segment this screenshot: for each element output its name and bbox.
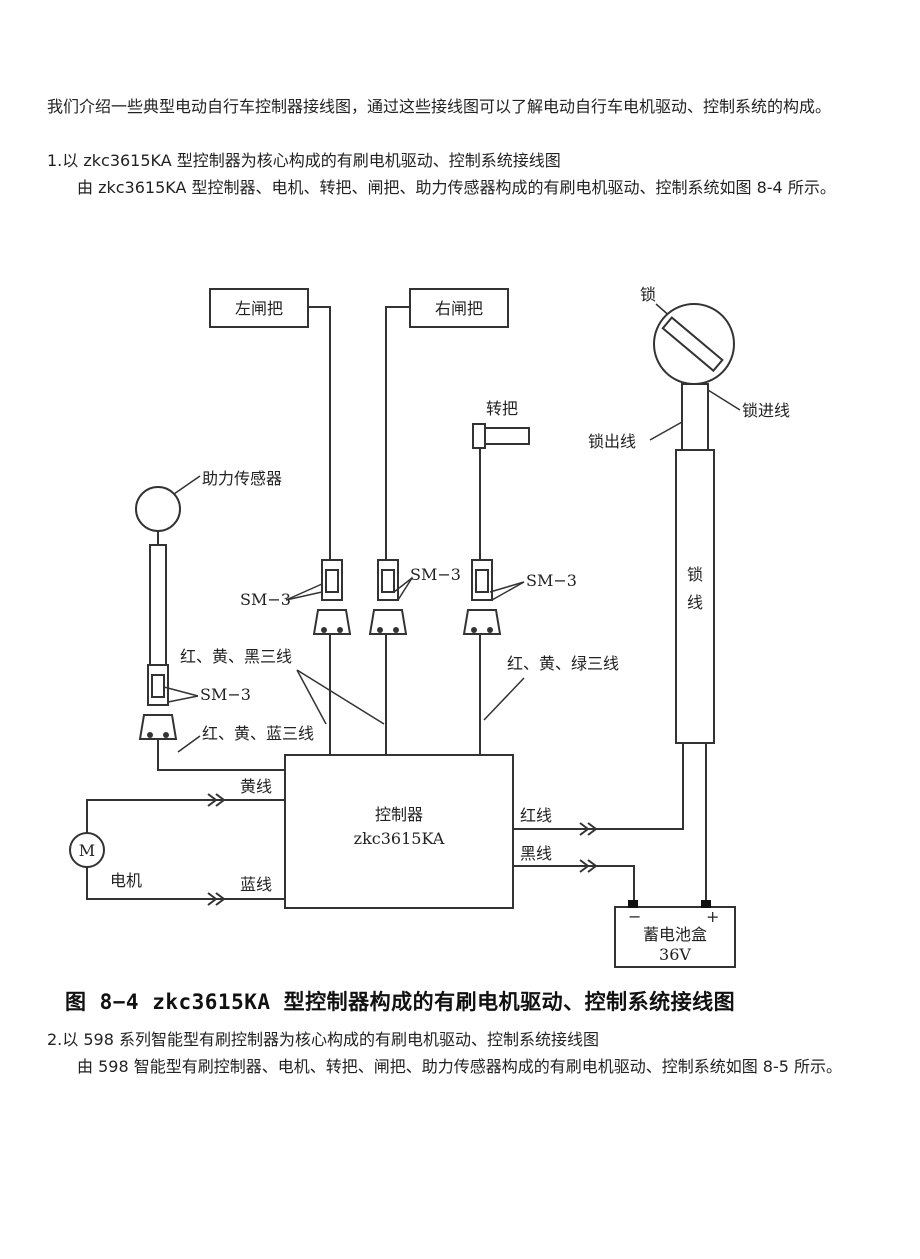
intro-paragraph: 我们介绍一些典型电动自行车控制器接线图，通过这些接线图可以了解电动自行车电机驱动… <box>47 97 832 116</box>
wires-label-ryb-blue: 红、黄、蓝三线 <box>202 724 314 743</box>
figure-caption: 图 8−4 zkc3615KA 型控制器构成的有刷电机驱动、控制系统接线图 <box>65 990 736 1014</box>
assist-sensor-circle <box>135 486 181 532</box>
red-connector-icon <box>579 822 598 836</box>
controller-label: 控制器 <box>375 805 423 824</box>
right-brake-box <box>409 288 509 328</box>
left-brake-box <box>209 288 309 328</box>
connector-throttle <box>462 559 502 635</box>
left-brake-label: 左闸把 <box>235 299 283 318</box>
connector-label-1: SM−3 <box>240 590 291 609</box>
connector-label-4: SM−3 <box>200 685 251 704</box>
lock-neck <box>681 383 709 451</box>
motor-symbol-text: M <box>79 841 95 860</box>
left-brake-wire <box>308 306 331 560</box>
lock-wire-label-2: 线 <box>687 593 703 612</box>
yellow-connector-icon <box>207 793 226 807</box>
battery-minus-terminal <box>628 900 638 908</box>
black-connector-icon <box>579 859 598 873</box>
wires-label-ryg: 红、黄、绿三线 <box>507 654 619 673</box>
wires-label-ryb-black: 红、黄、黑三线 <box>180 647 292 666</box>
assist-sensor-tube <box>149 544 167 666</box>
throttle-body <box>484 427 530 445</box>
connector-left-brake <box>312 559 352 635</box>
section-1-heading: 1.以 zkc3615KA 型控制器为核心构成的有刷电机驱动、控制系统接线图 <box>47 151 561 170</box>
red-wire-label: 红线 <box>520 806 552 825</box>
lock-wire-label-1: 锁 <box>687 565 703 584</box>
connector-right-brake <box>368 559 408 635</box>
battery-plus-sign: + <box>706 907 719 926</box>
lock-in-wire-label: 锁进线 <box>742 401 790 420</box>
assist-sensor-wire <box>157 739 285 771</box>
section-2-body: 由 598 智能型有刷控制器、电机、转把、闸把、助力传感器构成的有刷电机驱动、控… <box>77 1057 843 1076</box>
section-2-heading: 2.以 598 系列智能型有刷控制器为核心构成的有刷电机驱动、控制系统接线图 <box>47 1030 599 1049</box>
battery-plus-terminal <box>701 900 711 908</box>
red-wire <box>513 450 684 830</box>
section-1-body: 由 zkc3615KA 型控制器、电机、转把、闸把、助力传感器构成的有刷电机驱动… <box>77 178 836 197</box>
battery-minus-sign: − <box>628 907 641 926</box>
blue-wire-label: 蓝线 <box>240 875 272 894</box>
motor-label: 电机 <box>110 871 142 890</box>
right-brake-wire <box>385 306 410 560</box>
controller-model: zkc3615KA <box>354 829 445 848</box>
lock-out-wire-label: 锁出线 <box>588 432 636 451</box>
assist-sensor-label: 助力传感器 <box>202 469 282 488</box>
battery-label: 蓄电池盒 <box>643 925 707 944</box>
lock-slot <box>661 316 724 373</box>
connector-label-3: SM−3 <box>526 571 577 590</box>
connector-label-2: SM−3 <box>410 565 461 584</box>
connector-assist-sensor <box>138 664 178 740</box>
lock-label: 锁 <box>640 285 656 304</box>
black-wire-label: 黑线 <box>520 844 552 863</box>
lock-wire-tube <box>675 449 715 744</box>
controller-box <box>284 754 514 909</box>
blue-connector-icon <box>207 892 226 906</box>
yellow-wire <box>86 799 285 833</box>
throttle-label: 转把 <box>486 399 518 418</box>
throttle-grip <box>472 423 486 449</box>
blue-wire <box>86 867 285 900</box>
yellow-wire-label: 黄线 <box>240 777 272 796</box>
black-wire <box>513 865 635 902</box>
battery-voltage: 36V <box>659 945 691 964</box>
wiring-diagram: 左闸把 右闸把 转把 SM−3 SM−3 SM−3 红、黄、黑三线 红、黄 <box>69 285 790 968</box>
battery-box <box>614 906 736 968</box>
right-brake-label: 右闸把 <box>435 299 483 318</box>
